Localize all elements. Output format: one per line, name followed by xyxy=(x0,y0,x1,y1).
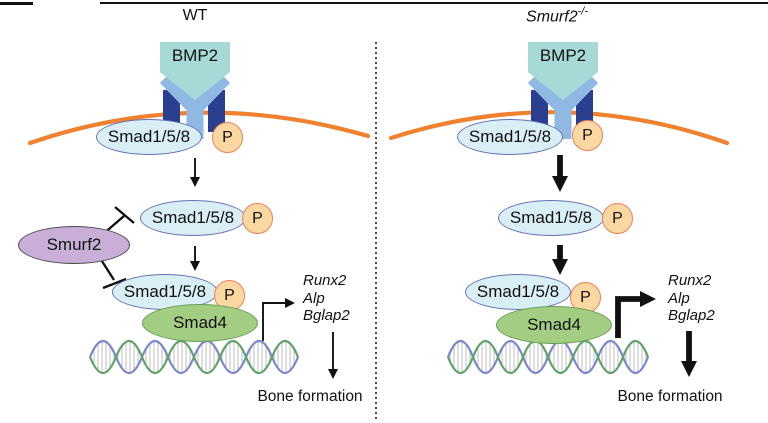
bmp2-label: BMP2 xyxy=(539,46,587,65)
smurf2-label: Smurf2 xyxy=(46,235,102,254)
top-rule xyxy=(100,2,768,4)
phospho-label: P xyxy=(582,126,593,144)
dna-helix-left xyxy=(88,339,300,375)
outcome-label: Bone formation xyxy=(617,388,723,405)
gene-label-runx2: Runx2 xyxy=(668,272,712,289)
smad158-ellipse: Smad1/5/8 xyxy=(498,200,604,236)
bmp2-ligand: BMP2 xyxy=(528,42,598,100)
gene-label-alp: Alp xyxy=(303,289,325,307)
top-left-rule xyxy=(0,2,33,5)
smad4-label: Smad4 xyxy=(527,315,581,334)
smad4-ellipse: Smad4 xyxy=(142,304,258,342)
panel-divider xyxy=(375,42,377,420)
smad158-label: Smad1/5/8 xyxy=(123,282,207,301)
smad158-ellipse: Smad1/5/8 xyxy=(457,119,563,155)
smad158-label: Smad1/5/8 xyxy=(151,208,235,227)
phospho-badge: P xyxy=(242,203,273,234)
panel-title-superscript: -/- xyxy=(577,6,588,18)
gene-label-alp: Alp xyxy=(668,289,690,307)
smad158-label: Smad1/5/8 xyxy=(107,127,191,146)
smurf2-ellipse: Smurf2 xyxy=(18,226,130,264)
smad158-label: Smad1/5/8 xyxy=(476,282,560,301)
phospho-label: P xyxy=(224,286,235,304)
phospho-label: P xyxy=(222,128,233,146)
smad158-ellipse: Smad1/5/8 xyxy=(140,200,246,236)
panel-title-wt: WT xyxy=(182,7,208,24)
smad158-label: Smad1/5/8 xyxy=(468,127,552,146)
bmp2-label: BMP2 xyxy=(171,46,219,65)
phospho-badge: P xyxy=(572,120,603,151)
bold-transcription-arrow-icon xyxy=(615,291,656,338)
panel-title-gene: Smurf2 xyxy=(526,8,578,26)
target-genes-list: Runx2 Alp Bglap2 xyxy=(668,272,715,325)
dna-helix-right xyxy=(446,339,650,375)
outcome-label: Bone formation xyxy=(257,388,363,405)
smad158-ellipse: Smad1/5/8 xyxy=(96,119,202,155)
phospho-badge: P xyxy=(212,122,243,153)
phospho-label: P xyxy=(252,209,263,227)
bmp2-ligand: BMP2 xyxy=(160,42,230,100)
panel-title-smurf2-ko: Smurf2-/- xyxy=(487,6,627,26)
phospho-badge: P xyxy=(570,282,601,313)
phospho-badge: P xyxy=(602,203,633,234)
smad158-label: Smad1/5/8 xyxy=(509,208,593,227)
gene-label-bglap2: Bglap2 xyxy=(303,307,350,324)
transcription-arrow-icon xyxy=(262,298,295,341)
smad158-ellipse: Smad1/5/8 xyxy=(465,274,571,310)
gene-label-runx2: Runx2 xyxy=(303,272,347,289)
smad4-ellipse: Smad4 xyxy=(496,306,612,344)
phospho-label: P xyxy=(612,209,623,227)
gene-label-bglap2: Bglap2 xyxy=(668,307,715,324)
target-genes-list: Runx2 Alp Bglap2 xyxy=(303,272,350,325)
phospho-label: P xyxy=(580,288,591,306)
smad4-label: Smad4 xyxy=(173,313,227,332)
